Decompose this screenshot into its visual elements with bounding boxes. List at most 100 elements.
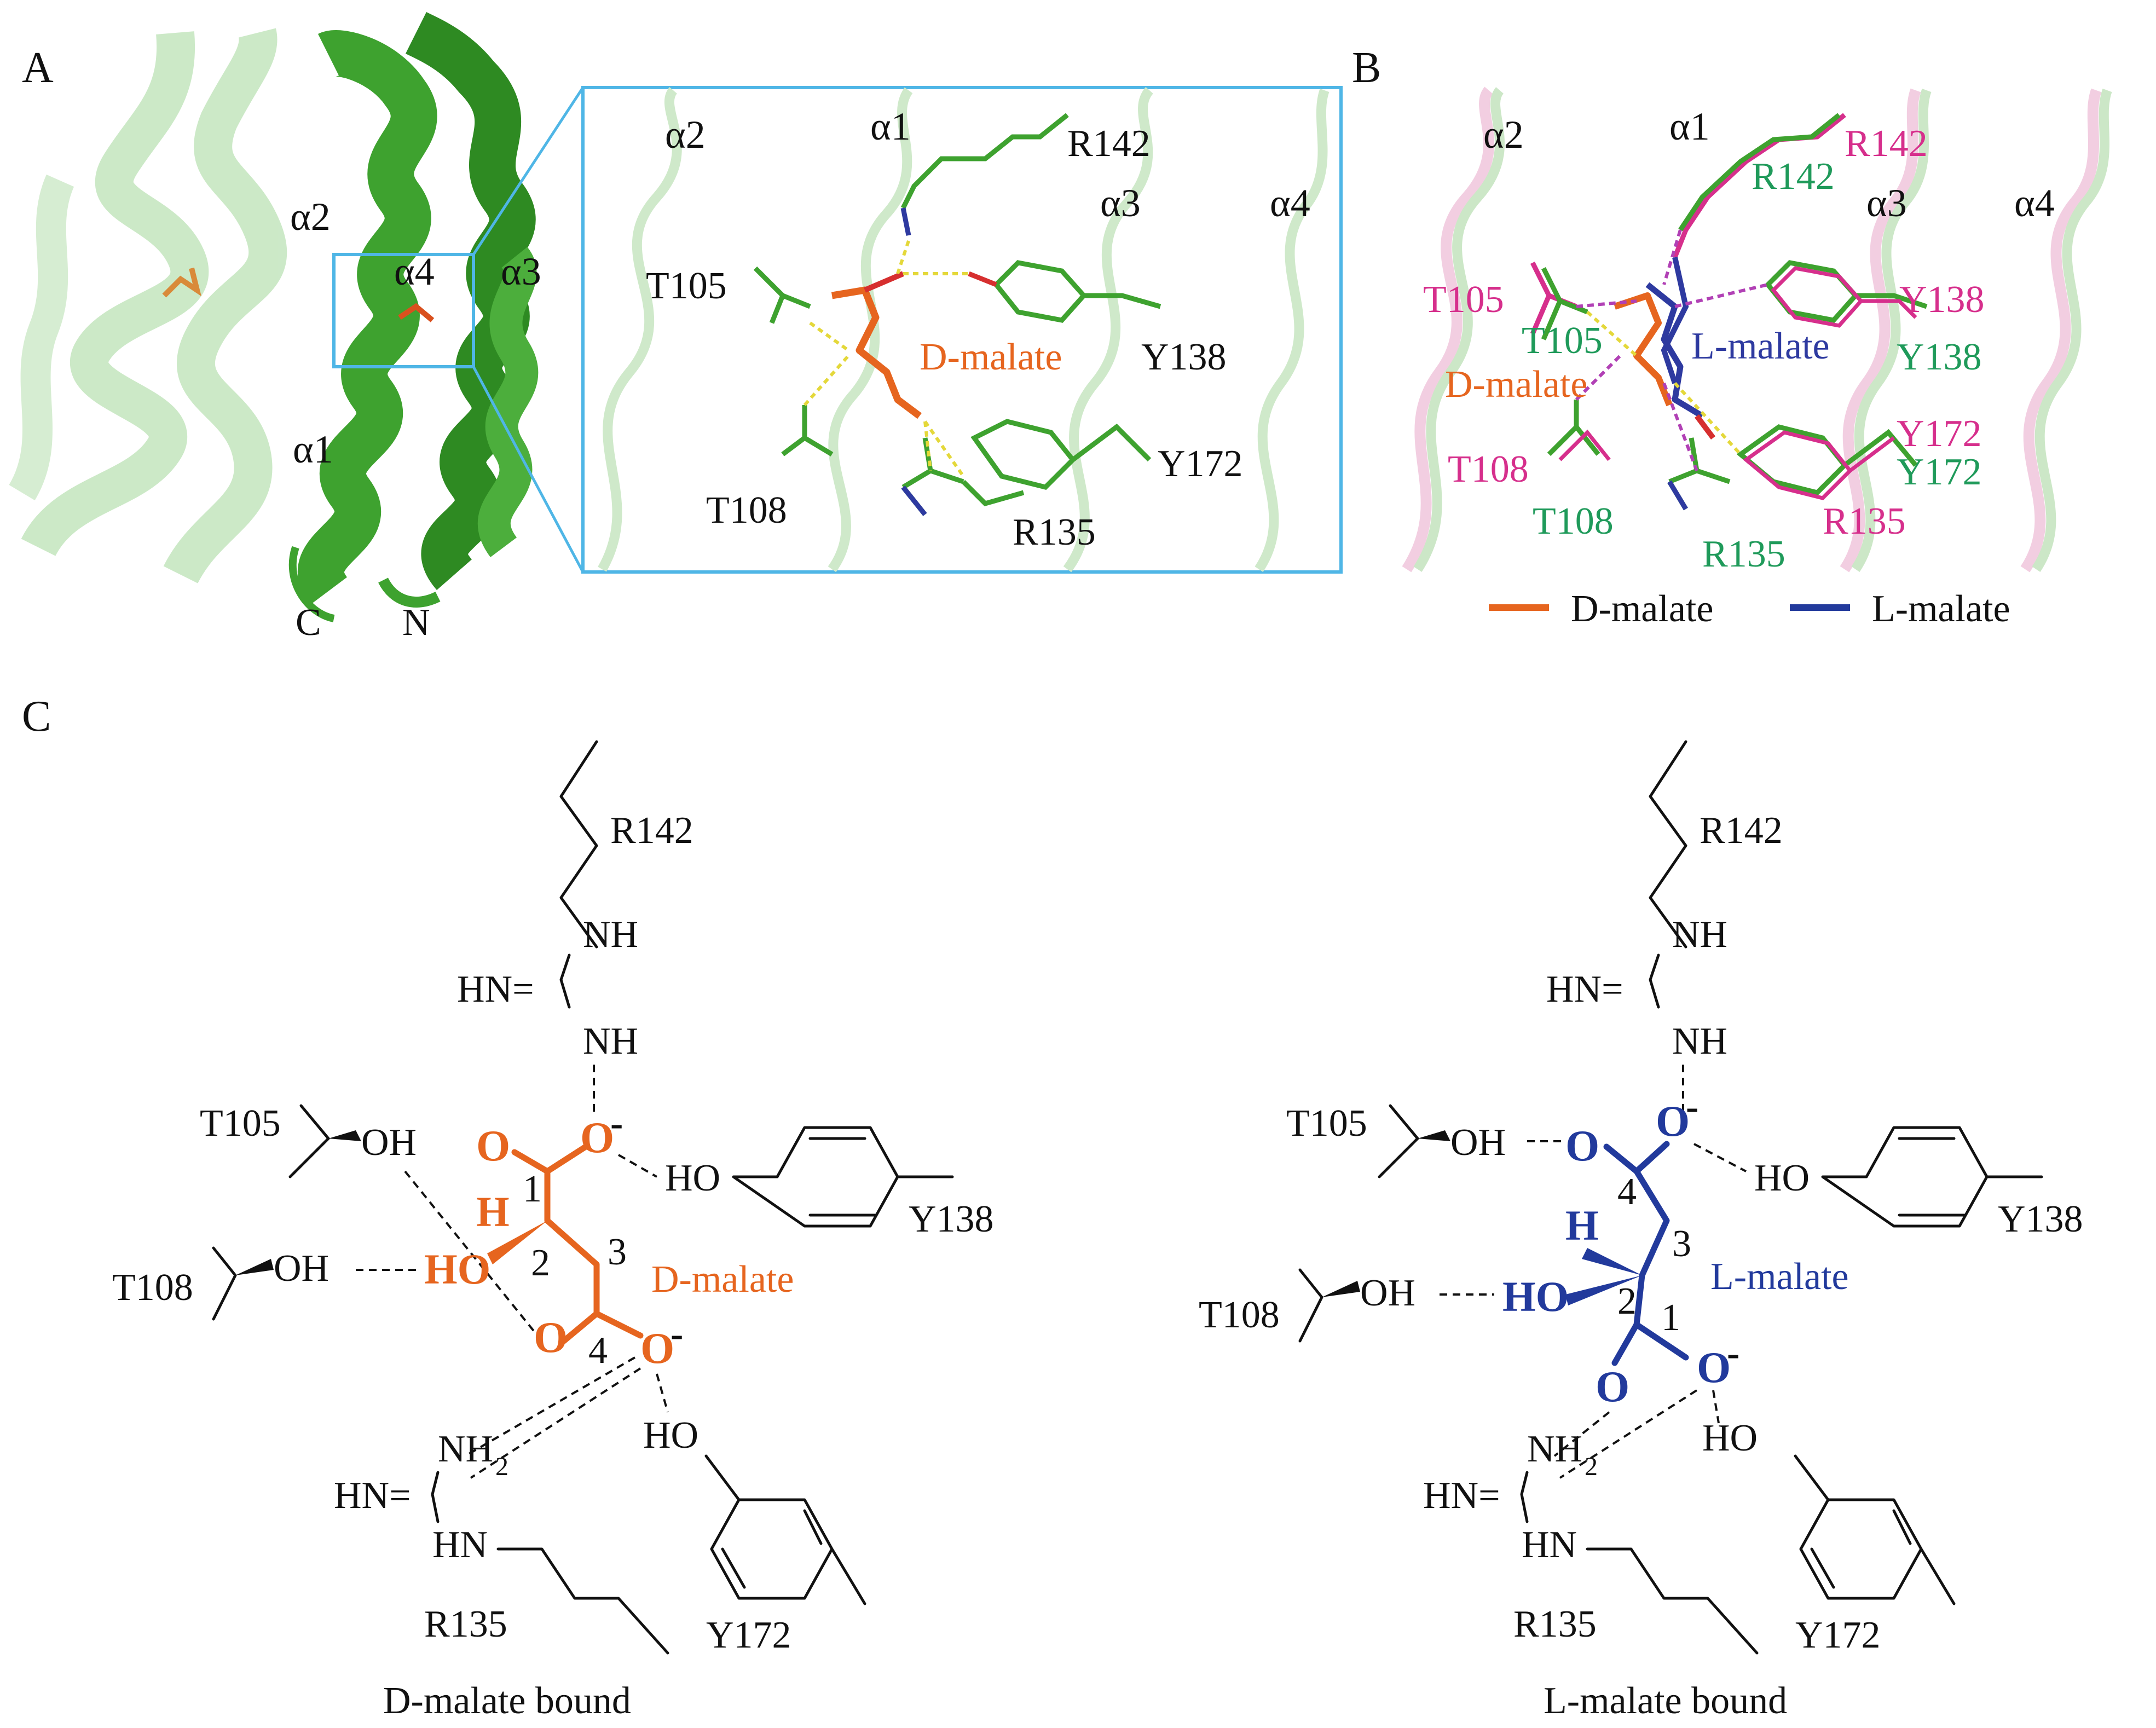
d-malate-scheme: R142 NH HN= NH T105 OH T108 OH O O - H [112,740,994,1722]
n-terminus-label: N [402,602,430,644]
b-helix-a2: α2 [1483,113,1524,157]
l-minus-top: - [1686,1086,1698,1128]
d-minus-bottom: - [671,1313,683,1355]
d-label-t105: T105 [200,1102,281,1145]
helix-label-a1: α1 [293,427,333,471]
b-label-t108-magenta: T108 [1448,448,1529,490]
green-protein [288,11,539,622]
panel-c: C R142 NH HN= NH T105 OH T108 OH O [22,692,2083,1722]
d-t105-wedge [328,1130,361,1141]
b-label-r135-green: R135 [1702,533,1785,575]
c-terminus-label: C [296,602,321,644]
faded-protein [8,28,287,584]
zoom-helix-a1: α1 [870,105,911,148]
b-label-l-malate: L-malate [1691,325,1830,367]
l-y172-ho: HO [1702,1417,1758,1459]
l-r135-guan [1520,1471,1529,1523]
label-r142: R142 [1067,123,1151,165]
b-label-y138-magenta: Y138 [1899,279,1985,321]
d-num-3: 3 [608,1231,627,1273]
helix-label-a4: α4 [394,250,435,293]
d-label-y138: Y138 [909,1198,994,1240]
helix-label-a2: α2 [290,195,331,239]
legend-label-d-malate: D-malate [1571,588,1713,630]
b-label-r135-magenta: R135 [1823,500,1906,542]
d-num-1: 1 [523,1168,542,1210]
d-malate-skeleton [511,1143,644,1344]
legend: D-malate L-malate [1489,588,2010,630]
d-t108-oh: OH [274,1247,329,1290]
r142-chain [559,740,598,949]
d-num-4: 4 [588,1330,608,1372]
panel-b: B α2 [1352,44,2112,630]
b-label-y172-green: Y172 [1897,451,1982,493]
b-label-r142-magenta: R142 [1845,123,1928,165]
zoom-line-top [472,86,585,256]
l-malate-h: H [1565,1201,1599,1249]
d-malate-h: H [476,1188,510,1235]
d-r135-hn-eq: HN= [334,1475,411,1517]
d-r135-nh2: NH [438,1428,493,1470]
l-hbond-y138 [1693,1143,1747,1172]
l-r135-hn: HN [1522,1524,1577,1566]
zoom-box: α2 α1 α3 α4 R142 T105 Y138 D-malate T108… [581,86,1343,574]
d-r135-hn: HN [432,1524,488,1566]
l-num-3: 3 [1672,1223,1691,1265]
l-r135-sub2: 2 [1585,1452,1598,1481]
label-d-malate: D-malate [920,336,1062,378]
l-t108-oh: OH [1360,1272,1415,1314]
panel-letter-a: A [22,44,54,92]
d-malate-ominus-top: O [580,1114,614,1162]
zoom-helix-a4: α4 [1270,181,1310,225]
d-hbond-t105 [404,1170,543,1342]
l-malate-scheme: R142 NH HN= NH T105 OH T108 OH O O - H H… [1199,740,2083,1722]
label-t108: T108 [706,489,787,531]
ligand-in-protein [398,303,435,322]
d-y172-ho: HO [643,1414,698,1457]
l-t105-bonds [1378,1104,1419,1178]
l-hbond-r135 [1553,1389,1698,1479]
l-label-t105: T105 [1286,1102,1367,1145]
label-t105: T105 [646,265,727,307]
d-r142-nh2: NH [583,1020,638,1062]
l-r142-nh1: NH [1672,914,1727,956]
b-helix-a3: α3 [1866,181,1907,225]
l-malate-ominus-top: O [1656,1097,1690,1146]
zoom-helix-a3: α3 [1100,181,1141,225]
d-label-y172: Y172 [706,1614,791,1656]
d-r142-nh1: NH [583,914,638,956]
d-hbond-r135 [464,1356,641,1479]
d-t108-wedge [235,1259,274,1275]
b-helix-a1: α1 [1669,105,1710,148]
d-label-r142: R142 [610,810,693,852]
d-y172-ring [704,1454,866,1605]
panel-a: A α2 α4 α3 α1 C N [8,11,1343,644]
d-y138-ring [732,1126,954,1228]
d-r142-hn: HN= [457,968,534,1010]
l-malate-ho: HO [1502,1273,1569,1320]
b-label-t105-magenta: T105 [1423,279,1504,321]
panel-letter-c: C [22,692,51,741]
l-y172-ring [1794,1454,1956,1605]
l-r142-nh2: NH [1672,1020,1727,1062]
helix-label-a3: α3 [501,250,541,293]
l-label-y138: Y138 [1998,1198,2083,1240]
l-minus-bottom: - [1727,1332,1739,1374]
d-malate-o-top: O [476,1122,510,1170]
b-label-r142-green: R142 [1752,155,1835,198]
l-t108-wedge [1322,1281,1360,1297]
l-malate-ominus-bottom: O [1697,1344,1731,1392]
panel-letter-b: B [1352,44,1381,92]
zoom-line-bottom [472,366,585,573]
l-num-2: 2 [1617,1280,1637,1322]
l-r135-hn-eq: HN= [1423,1475,1500,1517]
d-r135-chain [496,1547,669,1655]
b-label-y138-green: Y138 [1897,336,1982,378]
l-t105-wedge [1418,1130,1450,1141]
l-malate-o-bottom: O [1596,1363,1629,1411]
d-malate-ominus-bottom: O [640,1325,674,1373]
l-guan-bonds [1649,953,1660,1009]
d-label-t108: T108 [112,1267,193,1309]
zoom-helix-a2: α2 [665,113,706,157]
